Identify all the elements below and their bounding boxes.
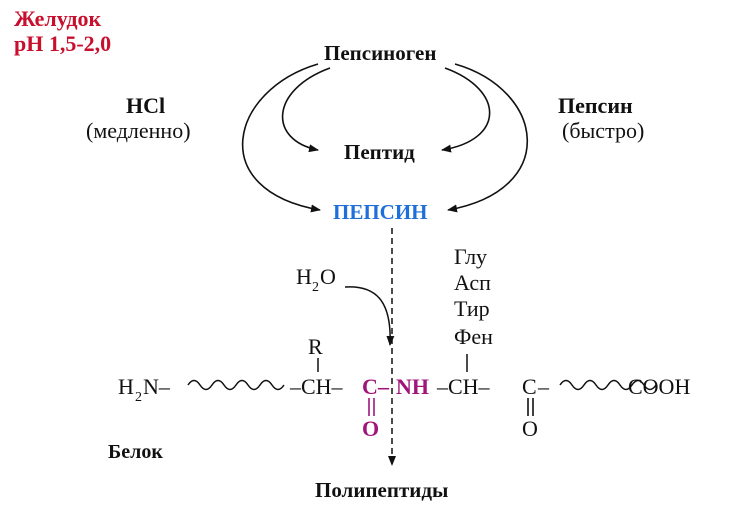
specificity-tyr: Тир	[454, 296, 490, 321]
peptide-bond-dash: –	[378, 374, 389, 399]
carbon-2: C	[522, 374, 537, 399]
specificity-phe: Фен	[454, 324, 493, 349]
nh-group: NH	[396, 374, 429, 399]
arrow-hcl-outer	[242, 63, 321, 213]
specificity-asp: Асп	[454, 270, 491, 295]
carbonyl-oxygen-2: O	[522, 416, 538, 441]
arrow-peptide-right	[441, 67, 491, 153]
enzyme-label: ПЕПСИН	[333, 200, 428, 224]
pepsin-rate-label: (быстро)	[562, 118, 645, 143]
hcl-label: HCl	[126, 93, 166, 118]
water-o: O	[320, 264, 336, 289]
amine-h: H	[118, 374, 134, 399]
carboxyl-group: COOH	[628, 374, 691, 399]
specificity-glu: Глу	[454, 244, 488, 269]
ch-group-1: –CH–	[290, 374, 343, 399]
zymogen-label: Пепсиноген	[324, 41, 437, 65]
carbonyl-carbon: C	[362, 374, 378, 399]
water-sub: 2	[312, 280, 319, 295]
corner-title: Желудок	[14, 6, 102, 31]
corner-ph: pH 1,5-2,0	[14, 31, 112, 56]
hcl-rate-label: (медленно)	[86, 118, 191, 143]
water-h: H	[296, 264, 312, 289]
product-label: Полипептиды	[315, 478, 449, 502]
peptide-label: Пептид	[344, 140, 415, 164]
arrow-pepsin-outer	[447, 63, 529, 213]
r-group: R	[308, 334, 323, 359]
pepsin-agent-label: Пепсин	[558, 93, 633, 118]
ch-group-2: –CH–	[437, 374, 490, 399]
wavy-chain-right	[559, 379, 657, 391]
carbonyl-oxygen-1: O	[362, 416, 380, 441]
water-arrow	[344, 286, 395, 346]
wavy-chain-left	[187, 379, 285, 391]
arrow-peptide-left	[281, 67, 331, 153]
amine-sub: 2	[135, 390, 142, 405]
protein-label: Белок	[108, 441, 163, 463]
dash-2: –	[538, 374, 549, 399]
amine-n: N–	[143, 374, 170, 399]
